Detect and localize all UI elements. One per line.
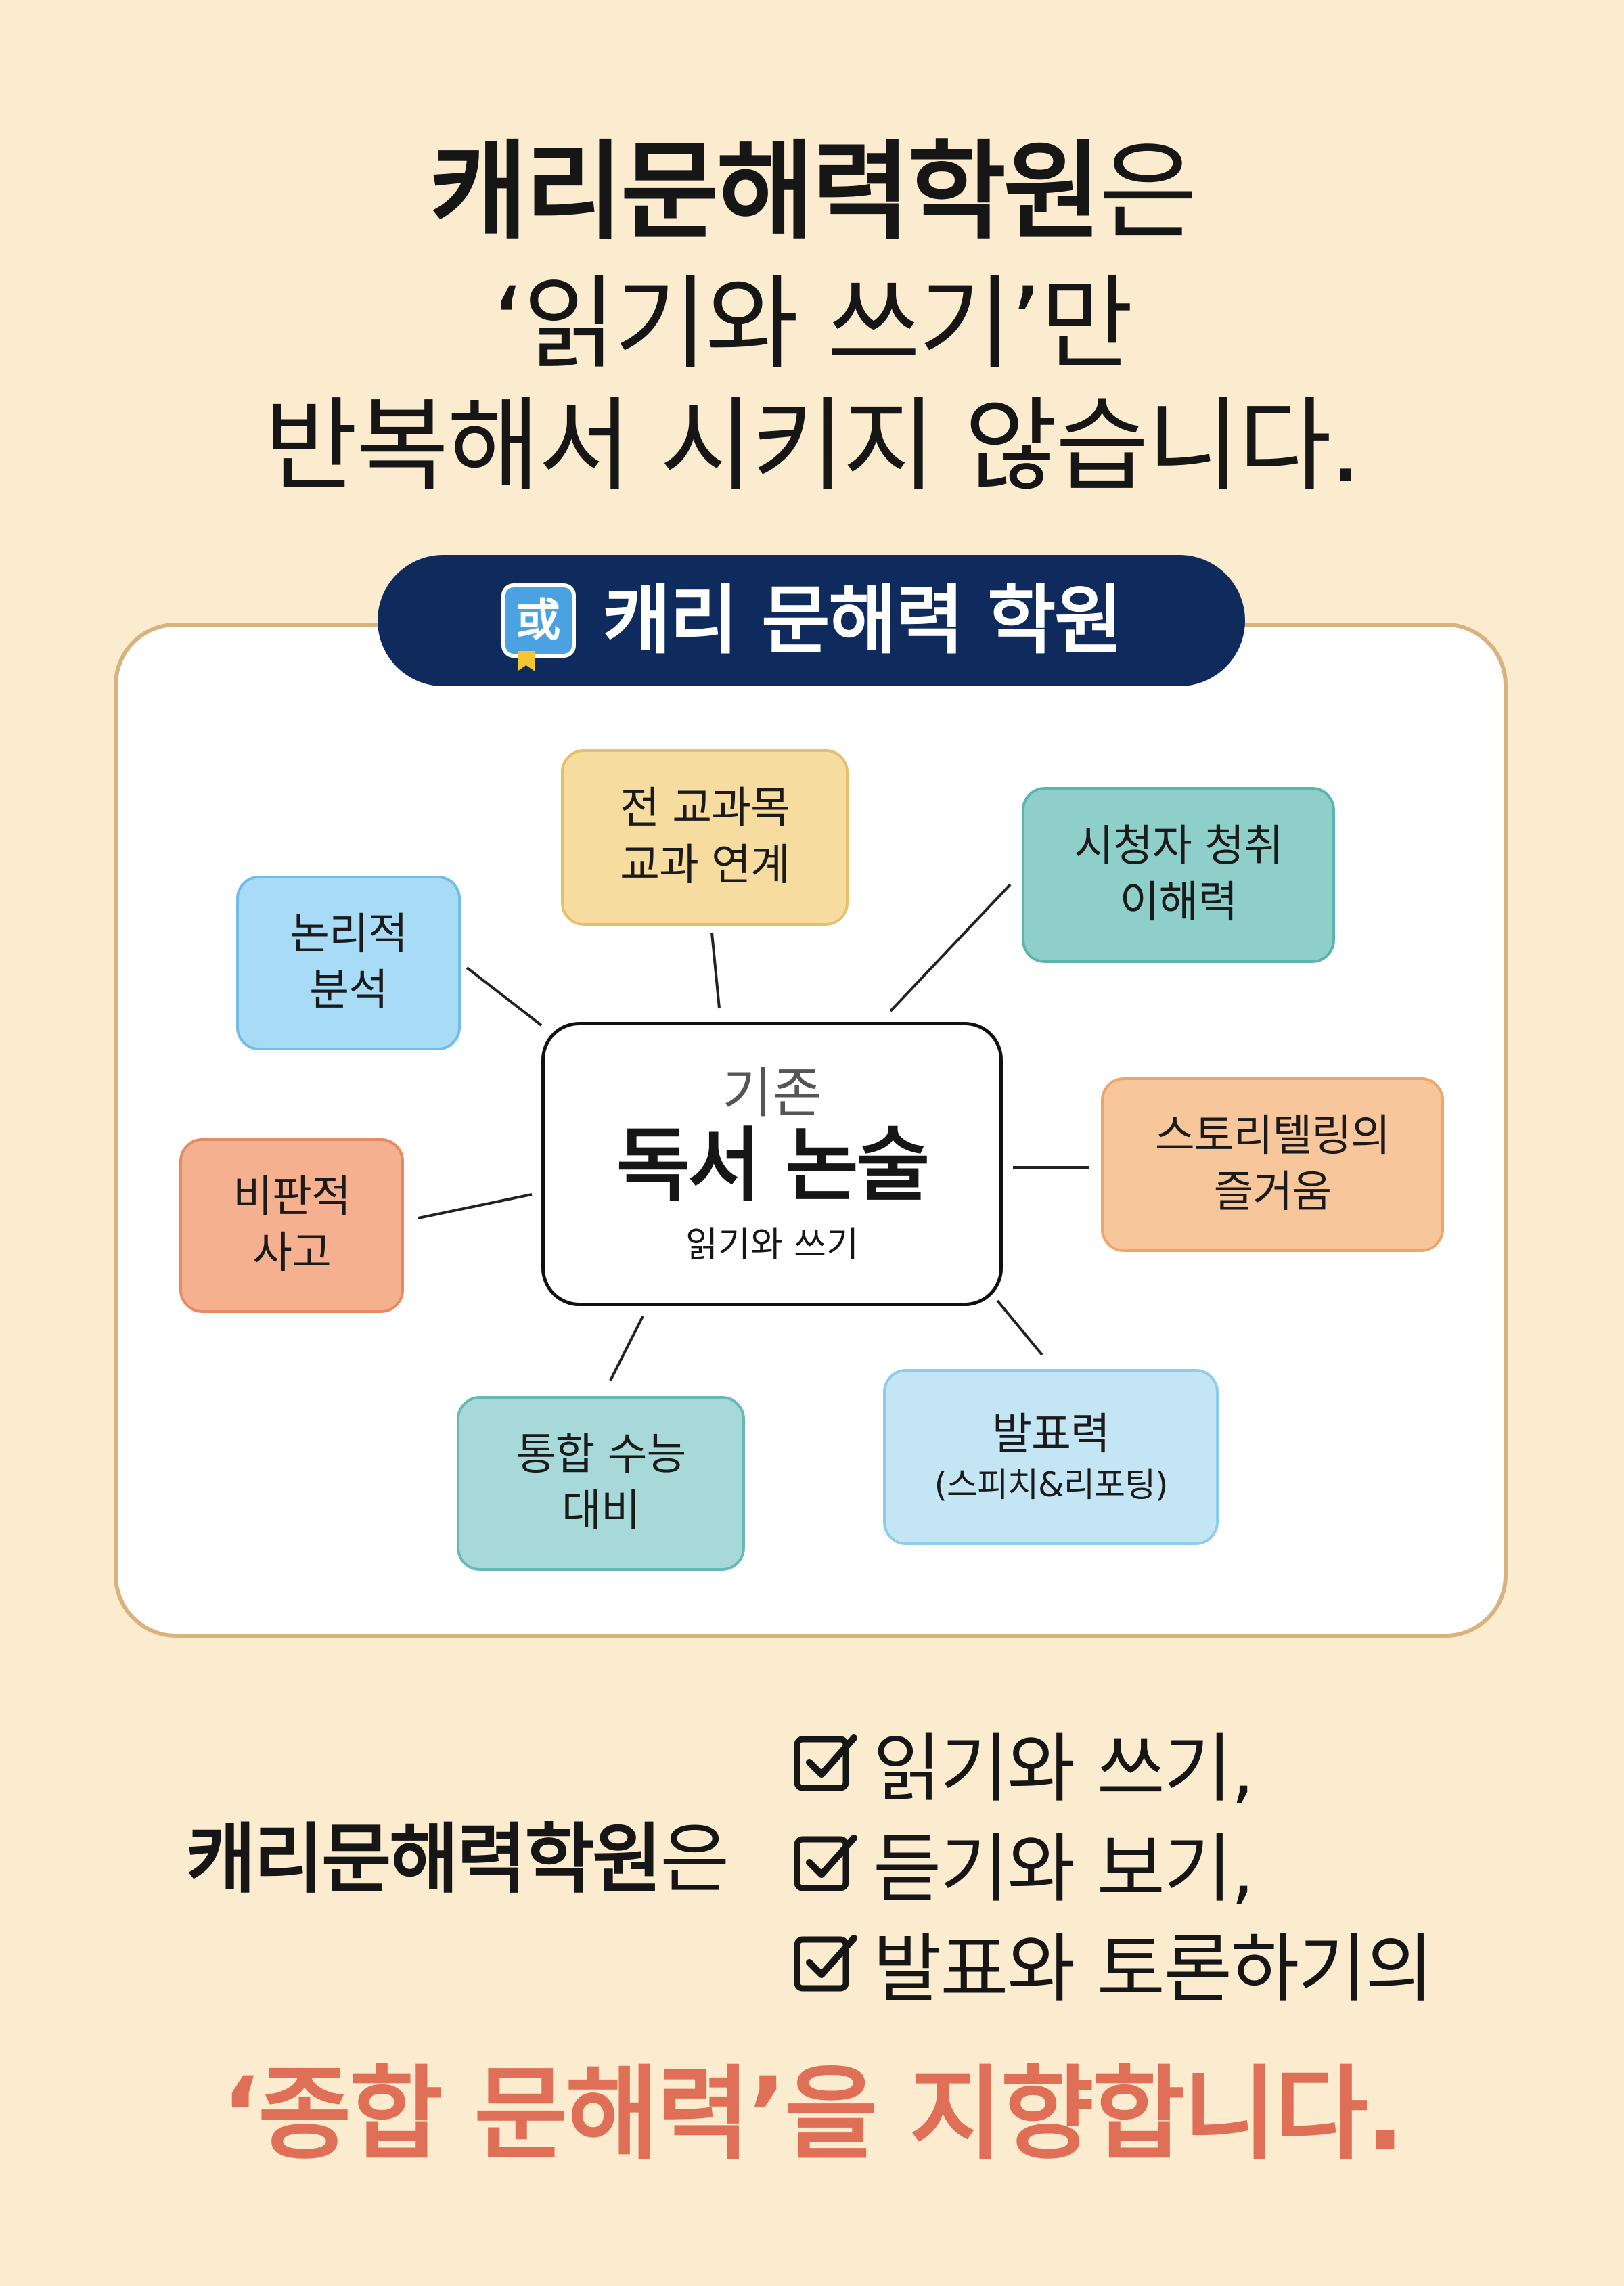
node-subjects-line1: 전 교과목 — [620, 784, 790, 834]
bottom-academy-name: 캐리문해력학원 — [186, 1816, 662, 1904]
final-slogan: ‘종합 문해력’을 지향합니다. — [221, 2056, 1404, 2174]
academy-name: 캐리문해력학원 — [429, 130, 1102, 254]
logo-text: 캐리 문해력 학원 — [602, 577, 1123, 664]
node-story: 스토리텔링의 즐거움 — [1101, 1077, 1444, 1252]
center-node-title: 독서 논술 — [616, 1119, 930, 1213]
node-listening: 시청자 청취 이해력 — [1022, 787, 1335, 963]
node-subjects-line2: 교과 연계 — [620, 840, 790, 891]
check-item-text: 읽기와 쓰기, — [873, 1726, 1255, 1812]
checkbox-icon — [794, 1935, 857, 1992]
node-listening-line2: 이해력 — [1119, 878, 1238, 928]
check-item-text: 듣기와 보기, — [873, 1826, 1255, 1912]
connector-speech — [996, 1299, 1043, 1356]
headline-particle: 은 — [1099, 130, 1197, 254]
bottom-lead: 캐리문해력학원은 — [186, 1822, 729, 1898]
headline-line-1: 캐리문해력학원은 — [0, 139, 1624, 246]
bottom-particle: 은 — [660, 1816, 729, 1904]
node-exam: 통합 수능 대비 — [457, 1396, 745, 1571]
connector-exam — [609, 1316, 644, 1381]
logo-banner: 或 캐리 문해력 학원 — [378, 555, 1245, 686]
headline-line-3: 반복해서 시키지 않습니다. — [264, 388, 1361, 506]
connector-subjects — [710, 932, 721, 1009]
logo-mark-glyph: 或 — [516, 594, 561, 646]
node-speech-line2: (스피치&리포팅) — [934, 1465, 1168, 1505]
center-node: 기존 독서 논술 읽기와 쓰기 — [541, 1022, 1003, 1306]
check-item: 듣기와 보기, — [792, 1812, 1433, 1912]
node-logic: 논리적 분석 — [236, 876, 461, 1050]
node-critical-line2: 사고 — [252, 1228, 332, 1278]
check-list: 읽기와 쓰기, 듣기와 보기, 발표와 토론하기의 — [792, 1712, 1434, 2013]
check-item: 발표와 토론하기의 — [792, 1912, 1434, 2013]
center-node-subtitle: 읽기와 쓰기 — [685, 1224, 859, 1265]
checkbox-icon — [794, 1734, 857, 1791]
node-speech-line1: 발표력 — [992, 1409, 1110, 1460]
connector-logic — [466, 966, 543, 1027]
check-item: 읽기와 쓰기, — [792, 1712, 1433, 1812]
node-listening-line1: 시청자 청취 — [1074, 821, 1284, 872]
center-node-label: 기존 — [722, 1062, 822, 1125]
connector-listening — [889, 883, 1012, 1012]
checkbox-icon — [794, 1835, 857, 1891]
node-speech: 발표력 (스피치&리포팅) — [883, 1369, 1219, 1545]
book-logo-icon: 或 — [501, 583, 576, 671]
node-logic-line2: 분석 — [309, 966, 388, 1016]
node-logic-line1: 논리적 — [290, 909, 408, 960]
node-story-line2: 즐거움 — [1213, 1167, 1332, 1217]
headline-line-2: ‘읽기와 쓰기’만 — [492, 266, 1133, 384]
node-critical: 비판적 사고 — [179, 1138, 404, 1313]
node-subjects: 전 교과목 교과 연계 — [561, 749, 849, 926]
node-exam-line2: 대비 — [562, 1486, 641, 1536]
node-critical-line1: 비판적 — [233, 1171, 351, 1222]
check-item-text: 발표와 토론하기의 — [873, 1926, 1434, 2013]
node-exam-line1: 통합 수능 — [516, 1429, 687, 1480]
node-story-line1: 스토리텔링의 — [1154, 1111, 1391, 1161]
connector-critical — [418, 1193, 533, 1219]
